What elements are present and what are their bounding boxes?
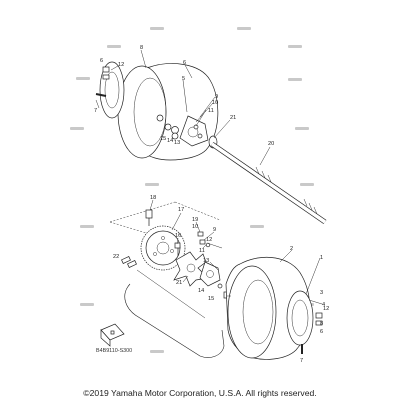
callout-13-lower: 13	[203, 258, 209, 264]
callout-10-lower: 10	[192, 224, 198, 230]
callout-21-lower: 21	[176, 280, 182, 286]
callout-6b-upper: 6	[183, 60, 186, 66]
callout-11-upper: 11	[208, 108, 214, 114]
diagram-code: B4B9110-S300	[96, 348, 132, 354]
callout-8-upper: 8	[140, 45, 143, 51]
callout-3-lower: 3	[320, 290, 323, 296]
callout-2-lower: 2	[290, 246, 293, 252]
callout-17-lower: 17	[178, 207, 184, 213]
callout-13-upper: 13	[174, 140, 180, 146]
callout-6-upper: 6	[100, 58, 103, 64]
axle-splines	[255, 166, 318, 215]
callout-20-upper: 20	[268, 141, 274, 147]
callout-14-upper: 14	[167, 138, 173, 144]
callout-11-lower: 11	[199, 248, 205, 254]
callout-9-lower: 9	[213, 227, 216, 233]
arrow-reference-icon	[100, 323, 125, 347]
callout-labels-upper: 6 8 12 7 6 5 9 10 11 21 20 15 14 13	[94, 45, 274, 147]
callout-5-upper: 5	[182, 76, 185, 82]
callout-9-upper: 9	[215, 94, 218, 100]
callout-19-lower: 19	[192, 217, 198, 223]
callout-15-lower: 15	[208, 296, 214, 302]
callout-labels-lower: 18 17 16 19 10 9 11 12 13 22 21 14 15 2 …	[113, 195, 329, 364]
callout-18-lower: 18	[150, 195, 156, 201]
copyright-text: ©2019 Yamaha Motor Corporation, U.S.A. A…	[83, 388, 317, 398]
callout-1-lower: 1	[320, 255, 323, 261]
callout-12-upper: 12	[118, 62, 124, 68]
callout-7-lower: 7	[300, 358, 303, 364]
callout-4-lower: 4	[322, 302, 325, 308]
callout-15-upper: 15	[160, 136, 166, 142]
callout-6-lower: 6	[320, 329, 323, 335]
callout-22-lower: 22	[113, 254, 119, 260]
callout-12b-lower: 12	[323, 306, 329, 312]
callout-10-upper: 10	[212, 100, 218, 106]
lower-wheel-assembly	[109, 199, 323, 360]
upper-wheel-assembly	[95, 49, 327, 225]
callout-7-upper: 7	[94, 108, 97, 114]
callout-16-lower: 16	[175, 233, 181, 239]
callout-14-lower: 14	[198, 288, 204, 294]
callout-12-lower: 12	[206, 237, 212, 243]
callout-21-upper: 21	[230, 115, 236, 121]
callout-8-lower: 8	[320, 321, 323, 327]
